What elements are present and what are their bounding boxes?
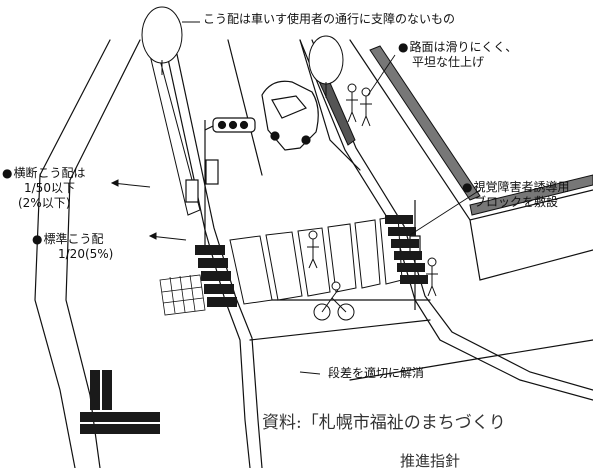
bullet-icon: ● [398, 40, 409, 54]
right-tree-crown [308, 35, 344, 85]
left-curb-line-inner [174, 44, 263, 468]
bullet-icon: ● [2, 166, 13, 180]
right-curb-line [299, 39, 593, 401]
road-left-edge [227, 39, 263, 176]
road-right-edge [299, 39, 361, 171]
building-fence-2 [469, 174, 593, 216]
bullet-icon: ● [462, 180, 473, 194]
right-curb-line-inner [311, 39, 593, 391]
paving-grid [159, 274, 206, 316]
car [261, 80, 319, 151]
bullet-icon: ● [32, 232, 43, 246]
source-caption: 資料:「札幌市福祉のまちづくり [262, 413, 506, 433]
slope-arrows [110, 179, 187, 241]
left-sidewalk-edge [34, 39, 111, 468]
step-elimination-label: 段差を適切に解消 [328, 366, 425, 380]
source-caption-continued: 推進指針 [400, 452, 461, 468]
cyclist [313, 281, 355, 321]
standard-slope-label: ●標準こう配 1/20(5%) [32, 232, 114, 261]
surface-finish-label: ●路面は滑りにくく、 平坦な仕上げ [398, 40, 518, 69]
cross-slope-label: ●横断こう配は 1/50以下 (2%以下) [2, 166, 86, 210]
tactile-blocks-label: ●視覚障害者誘導用 ブロックを敷設 [462, 180, 570, 209]
building-wall-base [469, 219, 593, 281]
crosswalk [229, 215, 403, 305]
slope-requirement-label: こう配は車いす使用者の通行に支障のないもの [203, 12, 456, 26]
leader-lines [182, 21, 481, 375]
bottom-road-edge [249, 299, 431, 341]
tactile-paving [80, 215, 428, 434]
pedestrian-signal [205, 159, 219, 185]
bottom-curb-edge [349, 339, 593, 381]
pedestrians [307, 83, 438, 297]
building-fence [369, 45, 481, 201]
left-tree-crown [141, 6, 183, 64]
